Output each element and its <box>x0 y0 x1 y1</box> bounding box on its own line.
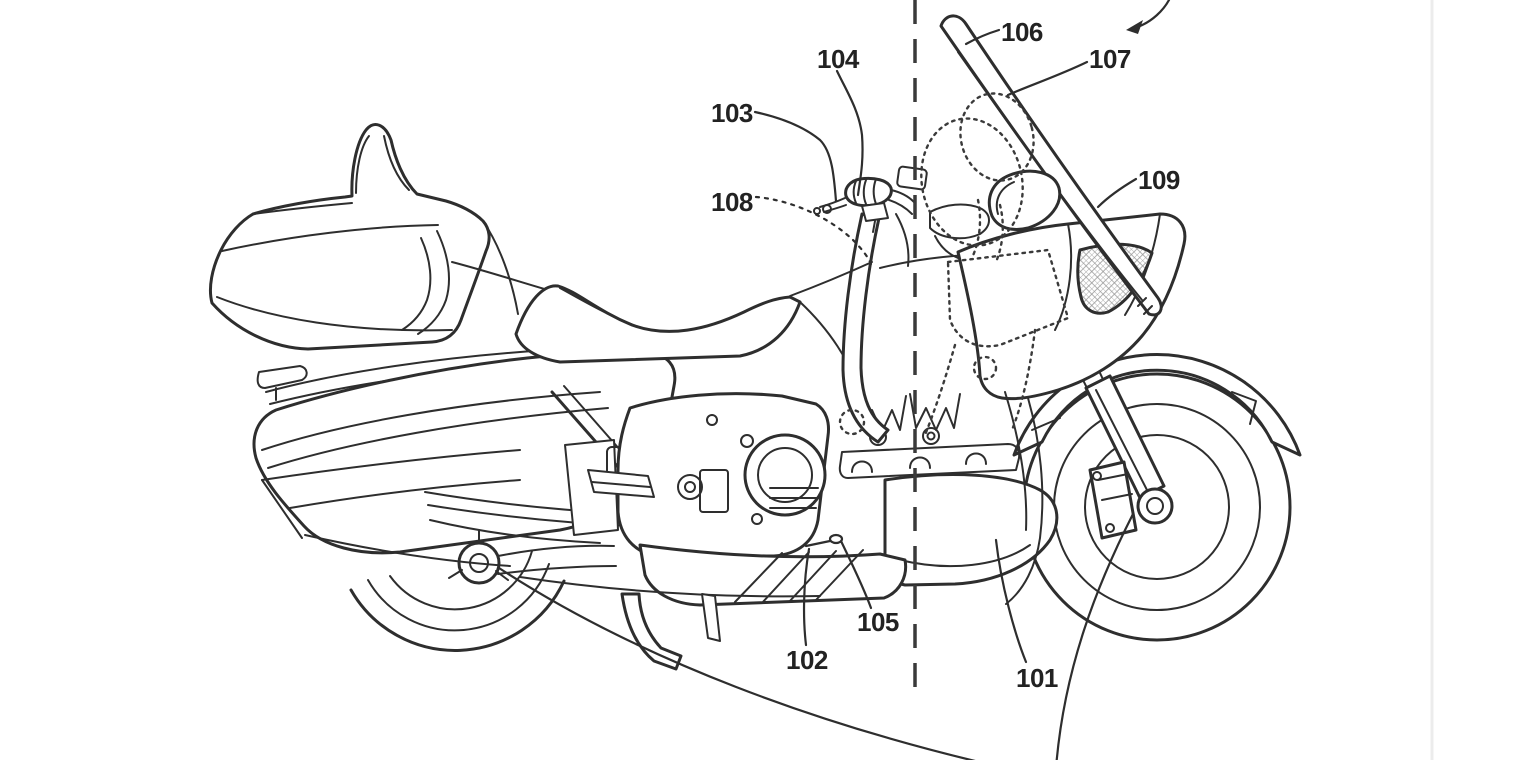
swingarm <box>497 544 617 575</box>
ref-label-102: 102 <box>786 645 828 675</box>
front-brake-caliper <box>1088 460 1138 540</box>
grip <box>844 176 893 208</box>
arrowhead <box>1126 20 1143 34</box>
long-leader-rear <box>497 566 976 760</box>
brake-lever <box>819 197 847 213</box>
rear-trunk <box>208 123 491 351</box>
shift-bolt <box>828 533 844 545</box>
handlebar <box>813 165 990 267</box>
switch-pod <box>929 203 990 240</box>
leader-109 <box>1096 177 1138 209</box>
airbag-module-dotted <box>946 248 1070 348</box>
airbag-hidden-outline <box>838 92 1070 437</box>
ref-label-104: 104 <box>817 44 860 74</box>
saddlebag <box>252 349 677 555</box>
front-axle <box>1136 487 1174 525</box>
leader-102 <box>802 547 811 647</box>
long-leader-front <box>1055 512 1135 760</box>
ref-label-101: 101 <box>1016 663 1058 693</box>
leader-106 <box>964 28 1001 46</box>
leader-lines <box>497 28 1138 760</box>
leader-107 <box>1006 60 1089 97</box>
leader-103 <box>753 110 838 203</box>
seat <box>514 284 861 393</box>
leader-101 <box>994 538 1028 664</box>
fairing-hatch-patch <box>1076 242 1154 315</box>
frame-downtube <box>841 212 890 444</box>
figure-arrow <box>1126 0 1171 34</box>
ref-label-109: 109 <box>1138 165 1180 195</box>
ref-label-103: 103 <box>711 98 753 128</box>
leader-105 <box>839 539 873 610</box>
lower-cowl <box>519 543 908 607</box>
rear-wheel <box>349 550 566 652</box>
mirror <box>987 169 1062 231</box>
floorboard <box>587 469 655 498</box>
center-stand <box>620 592 721 671</box>
shift-rod <box>804 539 832 548</box>
ref-label-108: 108 <box>711 187 753 217</box>
motorcycle-line-drawing <box>208 0 1302 760</box>
engine <box>616 392 830 558</box>
leader-104 <box>835 69 864 197</box>
ref-label-107: 107 <box>1089 44 1131 74</box>
reference-labels: 101 102 103 104 105 106 107 108 109 <box>711 17 1180 693</box>
leader-108 <box>754 195 873 266</box>
ref-label-105: 105 <box>857 607 899 637</box>
ref-label-106: 106 <box>1001 17 1043 47</box>
